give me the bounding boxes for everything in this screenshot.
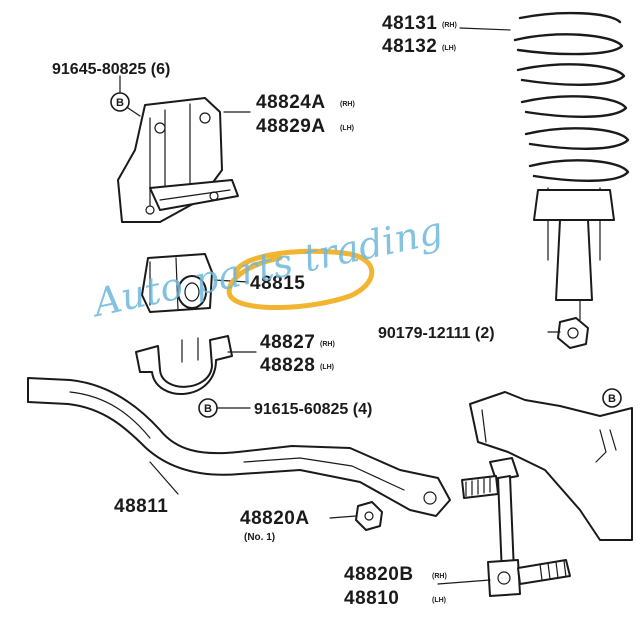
bushing-48815 (141, 253, 213, 313)
svg-text:B: B (116, 97, 124, 109)
side-48824a: (RH) (340, 101, 355, 108)
bolt-symbol-bottom: B (198, 398, 251, 418)
note-48820a: (No. 1) (244, 532, 275, 543)
part-number-48811: 48811 (114, 496, 168, 517)
nut-90179 (557, 317, 589, 349)
side-48820b: (RH) (432, 573, 447, 580)
label-48827: 48827 (RH) (260, 332, 335, 353)
part-number-48820b: 48820B (344, 564, 414, 585)
part-number-90179: 90179-12111 (2) (378, 325, 495, 342)
part-number-48131: 48131 (382, 13, 437, 34)
clamp-48827 (135, 335, 233, 395)
part-number-48829a: 48829A (256, 116, 326, 137)
label-48829a: 48829A (LH) (256, 116, 354, 137)
part-number-48810: 48810 (344, 588, 399, 609)
stabilizer-bar-48811 (27, 377, 451, 517)
lower-arm (469, 391, 633, 541)
coil-spring (513, 11, 630, 321)
part-number-91615: 91615-60825 (4) (254, 401, 372, 418)
side-48828: (LH) (320, 364, 334, 371)
bolt-symbol-right: B (602, 388, 622, 408)
side-48131: (RH) (442, 22, 457, 29)
part-number-48820a: 48820A (240, 508, 310, 529)
label-48824a: 48824A (RH) (256, 92, 355, 113)
label-48820a: 48820A (No. 1) (240, 508, 310, 543)
nut-48820a (355, 501, 383, 531)
side-48810: (LH) (432, 597, 446, 604)
part-number-91645: 91645-80825 (6) (52, 61, 170, 78)
part-number-48828: 48828 (260, 355, 315, 376)
svg-text:B: B (204, 403, 212, 415)
part-number-48132: 48132 (382, 36, 437, 57)
part-number-48815: 48815 (250, 273, 305, 294)
side-48132: (LH) (442, 45, 456, 52)
bolt-symbol-top: B (110, 92, 141, 117)
part-number-48827: 48827 (260, 332, 315, 353)
label-48132: 48132 (LH) (382, 36, 456, 57)
part-number-48824a: 48824A (256, 92, 326, 113)
stabilizer-link (461, 457, 571, 597)
label-48810: 48810 (LH) (344, 588, 446, 609)
side-48829a: (LH) (340, 125, 354, 132)
label-48131: 48131 (RH) (382, 13, 457, 34)
svg-text:B: B (608, 393, 616, 405)
highlight-circle (226, 248, 375, 310)
label-48828: 48828 (LH) (260, 355, 334, 376)
side-48827: (RH) (320, 341, 335, 348)
label-48820b: 48820B (RH) (344, 564, 447, 585)
bracket-48824a (117, 97, 239, 223)
